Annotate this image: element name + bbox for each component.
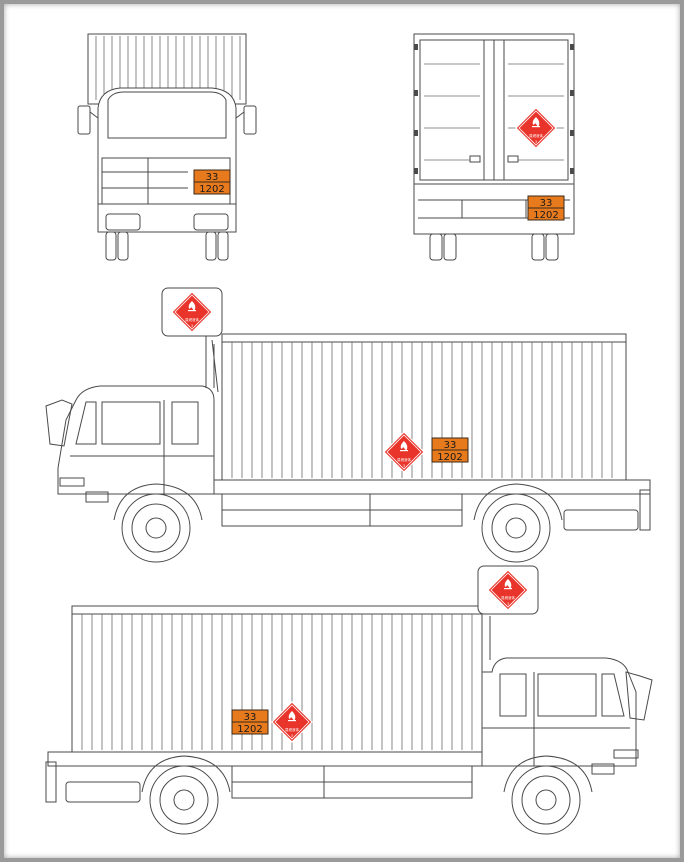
rear-hazard-plate: 33 1202 bbox=[527, 195, 565, 221]
left-plate-hazard-id: 33 bbox=[444, 440, 457, 451]
rear-placard-number: 3 bbox=[535, 140, 537, 144]
rear-diamond-placard: 易燃液体 3 bbox=[515, 107, 557, 149]
right-side-hazard-plate: 33 1202 bbox=[231, 709, 269, 735]
front-view bbox=[77, 33, 257, 261]
right-side-placard-text: 易燃液体 bbox=[285, 727, 299, 732]
right-side-view bbox=[45, 599, 653, 835]
rear-view bbox=[413, 33, 575, 261]
front-plate-un-number: 1202 bbox=[199, 184, 224, 195]
rear-placard-text: 易燃液体 bbox=[529, 133, 543, 138]
right-callout-placard: 易燃液体 3 bbox=[477, 565, 539, 615]
front-plate-hazard-id: 33 bbox=[206, 172, 219, 183]
right-callout-number: 3 bbox=[507, 602, 509, 606]
rear-plate-hazard-id: 33 bbox=[540, 198, 553, 209]
right-plate-un-number: 1202 bbox=[237, 724, 262, 735]
left-side-placard-number: 3 bbox=[403, 464, 405, 468]
left-callout-number: 3 bbox=[191, 324, 193, 328]
front-hazard-plate: 33 1202 bbox=[193, 169, 231, 195]
right-plate-hazard-id: 33 bbox=[244, 712, 257, 723]
left-side-view bbox=[45, 302, 651, 563]
left-side-placard-text: 易燃液体 bbox=[397, 457, 411, 462]
rear-plate-un-number: 1202 bbox=[533, 210, 558, 221]
left-side-hazard-plate: 33 1202 bbox=[431, 437, 469, 463]
right-callout-text: 易燃液体 bbox=[501, 595, 515, 600]
right-side-placard-number: 3 bbox=[291, 734, 293, 738]
left-callout-text: 易燃液体 bbox=[185, 317, 199, 322]
left-plate-un-number: 1202 bbox=[437, 452, 462, 463]
left-side-diamond-placard: 易燃液体 3 bbox=[383, 431, 425, 473]
left-callout-placard: 易燃液体 3 bbox=[161, 287, 223, 337]
right-side-diamond-placard: 易燃液体 3 bbox=[271, 701, 313, 743]
